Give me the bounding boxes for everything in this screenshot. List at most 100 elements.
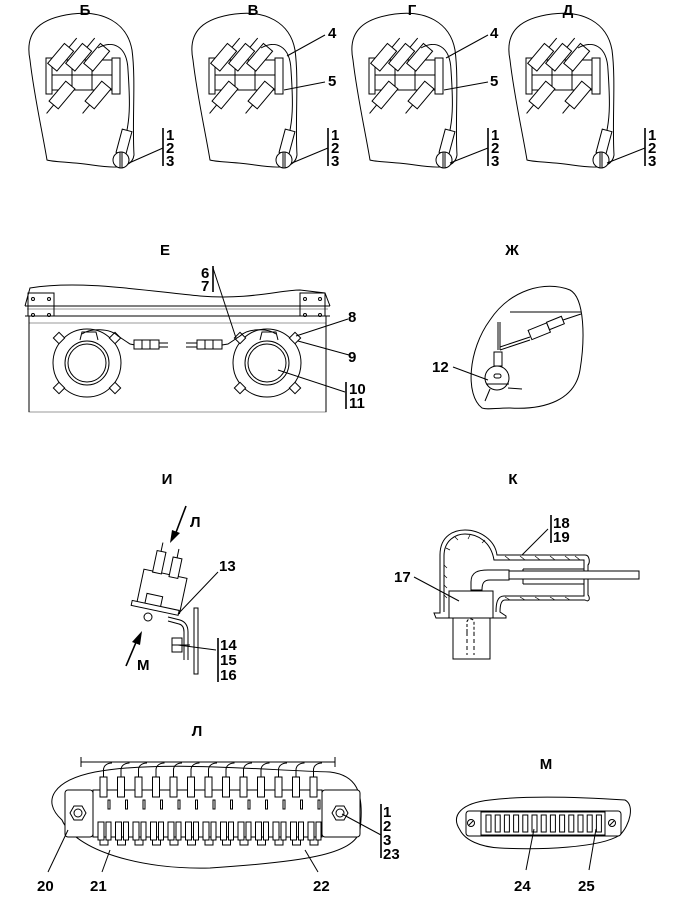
- callout-1: 1: [648, 127, 656, 144]
- callout-1: 1: [331, 127, 339, 144]
- view-g: Г 4 5 1 2 3: [351, 2, 499, 170]
- contact-slot: [494, 814, 501, 833]
- callout-15: 15: [220, 652, 237, 669]
- view-l: Л 20 21 22 1 2 3 23: [37, 723, 400, 895]
- contact-slot: [559, 814, 566, 833]
- terminal-bottom: [237, 821, 245, 841]
- callout-3: 3: [383, 832, 391, 849]
- callout-3: 3: [491, 153, 499, 170]
- view-v: В 4 5 1 2 3: [191, 2, 339, 170]
- contact-slot: [531, 814, 538, 833]
- callout-24: 24: [514, 878, 531, 895]
- contact-slot: [503, 814, 510, 833]
- contact-slot: [595, 814, 602, 833]
- contact-slot: [568, 814, 575, 833]
- callout-5: 5: [490, 73, 498, 90]
- arrow-l-label: Л: [190, 514, 201, 531]
- terminal-bottom: [115, 821, 122, 841]
- view-e: Е: [24, 242, 366, 413]
- contact-slot: [577, 814, 584, 833]
- callout-22: 22: [313, 878, 330, 895]
- callout-2: 2: [166, 140, 174, 157]
- view-i-title: И: [162, 471, 173, 488]
- view-m: М 24 25: [456, 756, 631, 895]
- view-e-title: Е: [160, 242, 170, 259]
- callout-12: 12: [432, 359, 449, 376]
- terminal-top: [222, 776, 230, 798]
- terminal-top: [239, 776, 248, 798]
- terminal-bottom: [255, 821, 262, 841]
- terminal-block: [97, 762, 323, 846]
- contact-slot: [549, 814, 556, 833]
- terminal-bottom: [150, 821, 157, 841]
- view-l-title: Л: [192, 723, 203, 740]
- view-d-title: Д: [563, 2, 574, 19]
- view-b: Б 1 2 3: [28, 2, 174, 170]
- view-b-title: Б: [80, 2, 91, 19]
- terminal-top: [292, 776, 300, 798]
- terminal-top: [309, 776, 318, 798]
- view-k-title: К: [508, 471, 518, 488]
- view-k: К 17 18 19: [394, 471, 640, 660]
- callout-13: 13: [219, 558, 236, 575]
- callout-3: 3: [331, 153, 339, 170]
- callout-6: 6: [201, 265, 209, 282]
- terminal-bottom: [97, 821, 105, 841]
- terminal-top: [117, 776, 125, 798]
- contact-slot: [485, 814, 492, 833]
- terminal-top: [169, 776, 178, 798]
- terminal-bottom: [132, 821, 140, 841]
- contact-slot: [522, 814, 529, 833]
- callout-9: 9: [348, 349, 356, 366]
- terminal-top: [134, 776, 143, 798]
- contact-slot: [513, 814, 520, 833]
- callout-1: 1: [383, 804, 391, 821]
- callout-25: 25: [578, 878, 595, 895]
- callout-5: 5: [328, 73, 336, 90]
- view-m-title: М: [540, 756, 553, 773]
- terminal-top: [187, 776, 195, 798]
- view-d: Д 1 2 3: [508, 2, 656, 170]
- terminal-bottom: [167, 821, 175, 841]
- contact-slot: [586, 814, 593, 833]
- callout-3: 3: [166, 153, 174, 170]
- callout-23: 23: [383, 846, 400, 863]
- slot-strip: [485, 814, 602, 833]
- terminal-bottom: [185, 821, 192, 841]
- arrow-m-label: М: [137, 657, 150, 674]
- callout-3: 3: [648, 153, 656, 170]
- callout-1: 1: [491, 127, 499, 144]
- terminal-top: [257, 776, 265, 798]
- callout-4: 4: [328, 25, 337, 42]
- callout-2: 2: [491, 140, 499, 157]
- view-zh-title: Ж: [504, 242, 519, 259]
- callout-4: 4: [490, 25, 499, 42]
- terminal-bottom: [290, 821, 297, 841]
- view-g-title: Г: [408, 2, 417, 19]
- callout-17: 17: [394, 569, 411, 586]
- callout-2: 2: [648, 140, 656, 157]
- terminal-top: [99, 776, 108, 798]
- callout-18: 18: [553, 515, 570, 532]
- callout-8: 8: [348, 309, 356, 326]
- view-v-title: В: [248, 2, 259, 19]
- view-zh: Ж 12: [432, 242, 584, 410]
- contact-slot: [540, 814, 547, 833]
- callout-7: 7: [201, 278, 209, 295]
- terminal-top: [204, 776, 213, 798]
- callout-20: 20: [37, 878, 54, 895]
- callout-2: 2: [331, 140, 339, 157]
- terminal-bottom: [307, 821, 315, 841]
- terminal-bottom: [220, 821, 227, 841]
- terminal-top: [274, 776, 283, 798]
- terminal-bottom: [272, 821, 280, 841]
- callout-2: 2: [383, 818, 391, 835]
- view-i: И Л М 13 14 15 16: [125, 471, 237, 684]
- callout-1: 1: [166, 127, 174, 144]
- callout-16: 16: [220, 667, 237, 684]
- terminal-bottom: [202, 821, 210, 841]
- callout-10: 10: [349, 381, 366, 398]
- callout-19: 19: [553, 529, 570, 546]
- terminal-top: [152, 776, 160, 798]
